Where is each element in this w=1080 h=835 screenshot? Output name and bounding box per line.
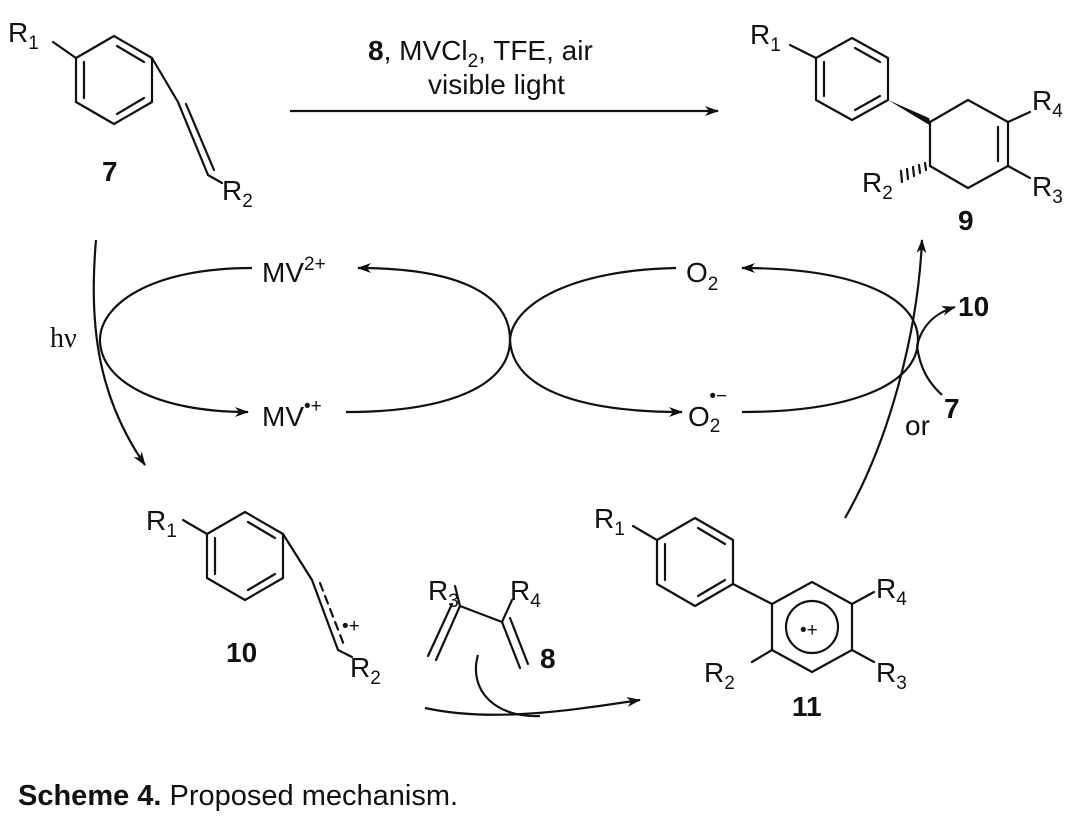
compound-11-r2-label: R2 — [704, 657, 735, 694]
release-10-arrow — [915, 305, 956, 347]
compound-9-r3-label: R3 — [1032, 171, 1063, 208]
o2-return-arrow — [741, 263, 920, 341]
incoming-7-label: 7 — [944, 393, 960, 424]
mv-reduction-arrow — [98, 339, 249, 417]
compound-11-radical-cation: •+ — [800, 620, 818, 641]
compound-10-radical-cation: •+ — [342, 616, 360, 637]
hv-label: hν — [50, 323, 77, 354]
compound-9-r4-label: R4 — [1032, 85, 1063, 122]
compound-10-r2-label: R2 — [350, 652, 381, 689]
compound-9-structure — [788, 36, 1032, 190]
superoxide-label: O2•− — [688, 386, 727, 437]
mv-radical-cation-label: MV•+ — [262, 396, 322, 432]
o2-upper-left-arc — [508, 266, 677, 341]
o2-reduction-arrow — [508, 339, 683, 417]
compound-9-r1-label: R1 — [750, 19, 781, 56]
compound-7-r1-label: R1 — [8, 17, 39, 54]
mv-2plus-label: MV2+ — [262, 254, 326, 288]
compound-8-r3-label: R3 — [428, 575, 459, 612]
mv-lower-right-arc — [345, 339, 512, 414]
compound-11-r1-label: R1 — [594, 503, 625, 540]
compound-7-structure — [51, 34, 224, 185]
product-formation-arrow — [844, 239, 927, 519]
incoming-7-arc — [915, 345, 943, 396]
compound-7-number: 7 — [102, 156, 118, 187]
diene-join-arc — [475, 654, 541, 718]
compound-9-r2-label: R2 — [862, 167, 893, 204]
released-10-label: 10 — [958, 291, 989, 322]
o2-lower-right-arc — [741, 339, 920, 414]
compound-10-structure — [181, 510, 354, 659]
compound-7-r2-label: R2 — [222, 175, 253, 212]
compound-10-number: 10 — [226, 637, 257, 668]
mv-upper-left-arc — [98, 266, 253, 341]
compound-11-structure — [631, 516, 876, 674]
compound-9-number: 9 — [958, 205, 974, 236]
compound-11-r4-label: R4 — [876, 573, 907, 610]
reaction-condition: visible light — [428, 69, 565, 100]
compound-8-structure — [426, 584, 530, 670]
or-label: or — [905, 410, 930, 441]
compound-10-r1-label: R1 — [146, 505, 177, 542]
o2-label: O2 — [686, 257, 718, 295]
cycloaddition-arrow — [424, 696, 641, 716]
compound-11-r3-label: R3 — [876, 657, 907, 694]
mv-oxidation-arrow — [357, 263, 512, 341]
photoexcitation-arrow — [92, 239, 146, 466]
compound-8-r4-label: R4 — [510, 575, 541, 612]
compound-8-number: 8 — [540, 643, 556, 674]
scheme-caption: Scheme 4. Proposed mechanism. — [18, 780, 458, 812]
reaction-reagents: 8, MVCl2, TFE, air — [368, 35, 593, 72]
compound-11-number: 11 — [792, 691, 822, 722]
